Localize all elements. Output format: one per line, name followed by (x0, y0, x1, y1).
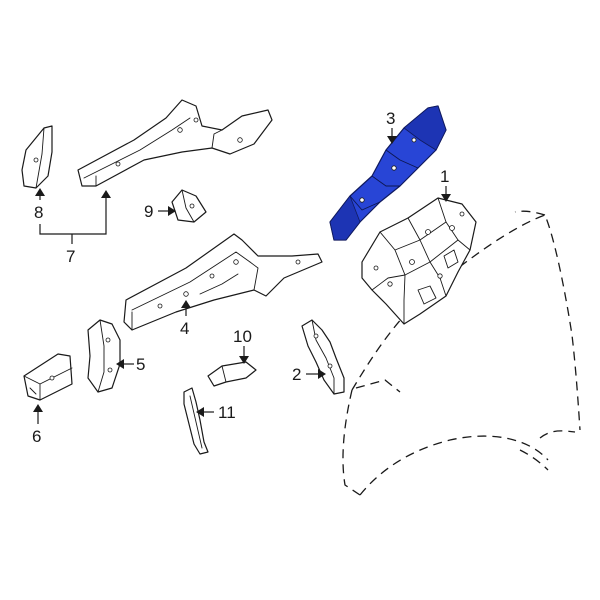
part-4-lower-rail (123, 233, 323, 331)
fender-outline (342, 210, 581, 496)
callout-8: 8 (34, 203, 43, 222)
part-2-bracket (301, 319, 345, 395)
callout-1: 1 (440, 167, 449, 186)
callout-6: 6 (32, 427, 41, 446)
part-5-bracket (87, 319, 121, 393)
part-10-bracket (207, 361, 257, 387)
part-11-strap (183, 387, 209, 455)
callout-7: 7 (66, 247, 75, 266)
part-6-box-bracket (23, 353, 73, 401)
callout-10: 10 (233, 327, 252, 346)
part-3-rail-highlighted (329, 105, 447, 241)
callout-4: 4 (180, 319, 189, 338)
callout-3: 3 (386, 109, 395, 128)
part-1-apron-assembly (361, 197, 477, 325)
part-8-bracket (21, 125, 53, 189)
part-7-upper-rail (77, 99, 273, 187)
callout-5: 5 (136, 355, 145, 374)
leader-lines (33, 128, 451, 424)
callout-2: 2 (292, 365, 301, 384)
part-9-clip (171, 189, 207, 223)
callout-11: 11 (218, 403, 236, 422)
callout-9: 9 (144, 202, 153, 221)
